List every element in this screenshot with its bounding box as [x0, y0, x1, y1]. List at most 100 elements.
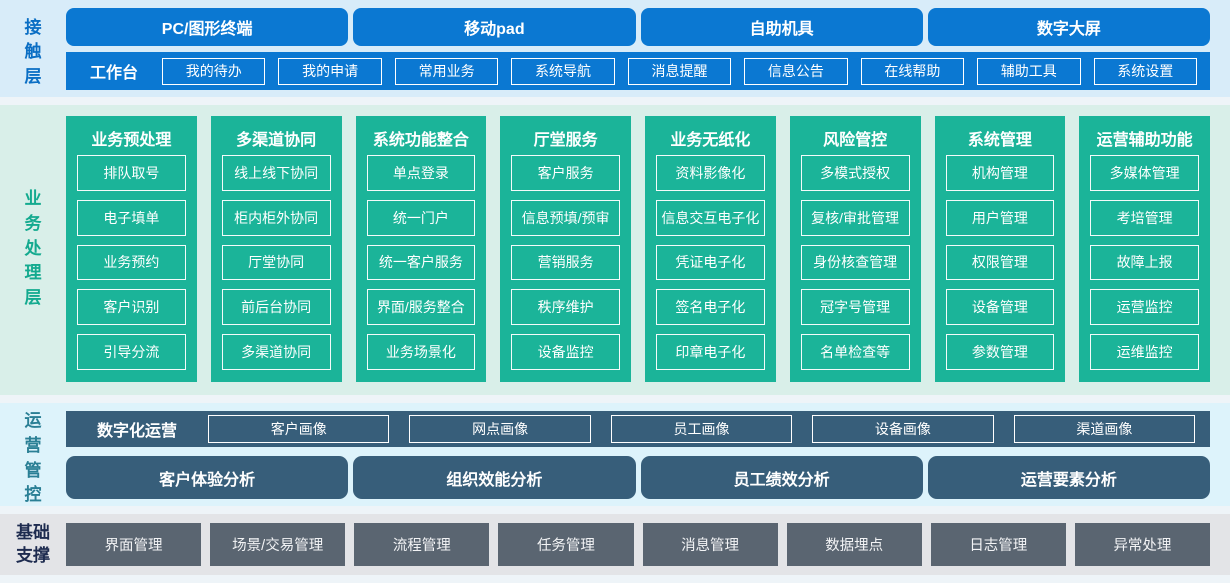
business-column: 系统功能整合 单点登录统一门户统一客户服务界面/服务整合业务场景化: [355, 116, 487, 382]
business-module-box: 多媒体管理: [1090, 155, 1199, 191]
business-module-box: 多模式授权: [800, 155, 910, 191]
workbench-bar: 工作台 我的待办我的申请常用业务系统导航消息提醒信息公告在线帮助辅助工具系统设置: [66, 52, 1210, 90]
business-module-box: 凭证电子化: [656, 244, 765, 281]
workbench-item: 在线帮助: [860, 57, 965, 85]
business-module-box: 单点登录: [366, 155, 476, 191]
workbench-item: 系统设置: [1093, 57, 1197, 85]
foundation-module-box: 界面管理: [66, 523, 202, 566]
business-module-box: 界面/服务整合: [366, 289, 476, 326]
business-module-box: 冠字号管理: [800, 289, 910, 326]
workbench-item: 信息公告: [744, 57, 848, 85]
business-module-box: 资料影像化: [656, 155, 765, 191]
layer-operations-control: 运营管控 数字化运营 客户画像网点画像员工画像设备画像渠道画像 客户体验分析组织…: [0, 403, 1230, 506]
business-module-box: 客户识别: [77, 289, 186, 326]
business-column-title: 系统功能整合: [372, 132, 469, 149]
business-column: 业务无纸化 资料影像化信息交互电子化凭证电子化签名电子化印章电子化: [645, 116, 776, 382]
business-column-title: 系统管理: [967, 132, 1032, 149]
business-layer-label: 业务处理层: [24, 189, 42, 307]
digital-operations-label: 数字化运营: [96, 423, 177, 440]
contact-layer-label-col: 接触层: [0, 8, 66, 97]
business-module-box: 秩序维护: [511, 289, 620, 326]
business-module-box: 用户管理: [945, 199, 1055, 236]
business-column-items: 机构管理用户管理权限管理设备管理参数管理: [945, 155, 1055, 370]
digital-operations-items: 客户画像网点画像员工画像设备画像渠道画像: [208, 415, 1196, 443]
workbench-item: 常用业务: [394, 57, 499, 85]
business-module-box: 运营监控: [1090, 289, 1199, 326]
foundation-layer-label-col: 基础支撑: [0, 523, 66, 566]
business-module-box: 线上线下协同: [221, 155, 331, 191]
business-columns: 业务预处理 排队取号电子填单业务预约客户识别引导分流 多渠道协同 线上线下协同柜…: [66, 116, 1210, 382]
business-column: 多渠道协同 线上线下协同柜内柜外协同厅堂协同前后台协同多渠道协同: [210, 116, 342, 382]
business-column: 运营辅助功能 多媒体管理考培管理故障上报运营监控运维监控: [1079, 116, 1210, 382]
business-module-box: 名单检查等: [800, 334, 910, 370]
foundation-module-box: 数据埋点: [786, 523, 922, 566]
operations-layer-label: 运营管控: [24, 411, 42, 505]
foundation-module-box: 流程管理: [354, 523, 490, 566]
foundation-module-box: 消息管理: [642, 523, 778, 566]
workbench-label: 工作台: [89, 65, 138, 82]
business-module-box: 机构管理: [945, 155, 1055, 191]
operations-layer-content: 数字化运营 客户画像网点画像员工画像设备画像渠道画像 客户体验分析组织效能分析员…: [66, 411, 1210, 506]
workbench-item: 系统导航: [511, 57, 615, 85]
business-module-box: 客户服务: [511, 155, 620, 191]
device-channel-box: 自助机具: [640, 8, 923, 46]
analysis-box: 组织效能分析: [353, 456, 636, 499]
business-column-title: 多渠道协同: [236, 132, 317, 149]
business-column-items: 单点登录统一门户统一客户服务界面/服务整合业务场景化: [366, 155, 476, 370]
business-column-title: 业务预处理: [91, 132, 172, 149]
business-module-box: 权限管理: [945, 244, 1055, 281]
business-column: 系统管理 机构管理用户管理权限管理设备管理参数管理: [934, 116, 1066, 382]
foundation-module-box: 异常处理: [1074, 523, 1210, 566]
foundation-module-box: 场景/交易管理: [210, 523, 346, 566]
device-channel-box: 数字大屏: [927, 8, 1210, 46]
business-module-box: 多渠道协同: [221, 334, 331, 370]
foundation-module-box: 任务管理: [498, 523, 634, 566]
workbench-items: 我的待办我的申请常用业务系统导航消息提醒信息公告在线帮助辅助工具系统设置: [162, 57, 1197, 85]
analysis-box: 客户体验分析: [66, 456, 349, 499]
business-column-items: 线上线下协同柜内柜外协同厅堂协同前后台协同多渠道协同: [221, 155, 331, 370]
business-module-box: 排队取号: [77, 155, 186, 191]
portrait-box: 设备画像: [812, 415, 994, 443]
analysis-row: 客户体验分析组织效能分析员工绩效分析运营要素分析: [66, 456, 1210, 499]
analysis-box: 运营要素分析: [927, 456, 1210, 499]
business-column: 厅堂服务 客户服务信息预填/预审营销服务秩序维护设备监控: [500, 116, 631, 382]
digital-operations-bar: 数字化运营 客户画像网点画像员工画像设备画像渠道画像: [66, 411, 1210, 447]
foundation-items: 界面管理场景/交易管理流程管理任务管理消息管理数据埋点日志管理异常处理: [66, 523, 1210, 566]
workbench-item: 我的待办: [162, 57, 266, 85]
business-module-box: 故障上报: [1090, 244, 1199, 281]
business-module-box: 运维监控: [1090, 334, 1199, 370]
business-column-items: 资料影像化信息交互电子化凭证电子化签名电子化印章电子化: [656, 155, 765, 370]
business-column-title: 厅堂服务: [533, 132, 598, 149]
business-module-box: 电子填单: [77, 199, 186, 236]
business-module-box: 业务场景化: [366, 334, 476, 370]
business-column: 风险管控 多模式授权复核/审批管理身份核查管理冠字号管理名单检查等: [789, 116, 921, 382]
business-module-box: 前后台协同: [221, 289, 331, 326]
business-module-box: 厅堂协同: [221, 244, 331, 281]
foundation-module-box: 日志管理: [930, 523, 1066, 566]
business-module-box: 身份核查管理: [800, 244, 910, 281]
business-module-box: 统一门户: [366, 199, 476, 236]
business-column-items: 多模式授权复核/审批管理身份核查管理冠字号管理名单检查等: [800, 155, 910, 370]
business-module-box: 业务预约: [77, 244, 186, 281]
business-module-box: 考培管理: [1090, 199, 1199, 236]
operations-layer-label-col: 运营管控: [0, 411, 66, 506]
business-module-box: 统一客户服务: [366, 244, 476, 281]
business-layer-label-col: 业务处理层: [0, 116, 66, 382]
layer-foundation-support: 基础支撑 界面管理场景/交易管理流程管理任务管理消息管理数据埋点日志管理异常处理: [0, 514, 1230, 575]
business-column-title: 运营辅助功能: [1096, 132, 1193, 149]
business-column-items: 客户服务信息预填/预审营销服务秩序维护设备监控: [511, 155, 620, 370]
contact-layer-label: 接触层: [24, 17, 42, 86]
workbench-item: 我的申请: [278, 57, 382, 85]
workbench-item: 消息提醒: [627, 57, 732, 85]
business-module-box: 签名电子化: [656, 289, 765, 326]
business-module-box: 印章电子化: [656, 334, 765, 370]
business-module-box: 营销服务: [511, 244, 620, 281]
portrait-box: 网点画像: [409, 415, 591, 443]
business-column-items: 排队取号电子填单业务预约客户识别引导分流: [77, 155, 186, 370]
device-channel-box: 移动pad: [353, 8, 636, 46]
business-module-box: 信息预填/预审: [511, 199, 620, 236]
